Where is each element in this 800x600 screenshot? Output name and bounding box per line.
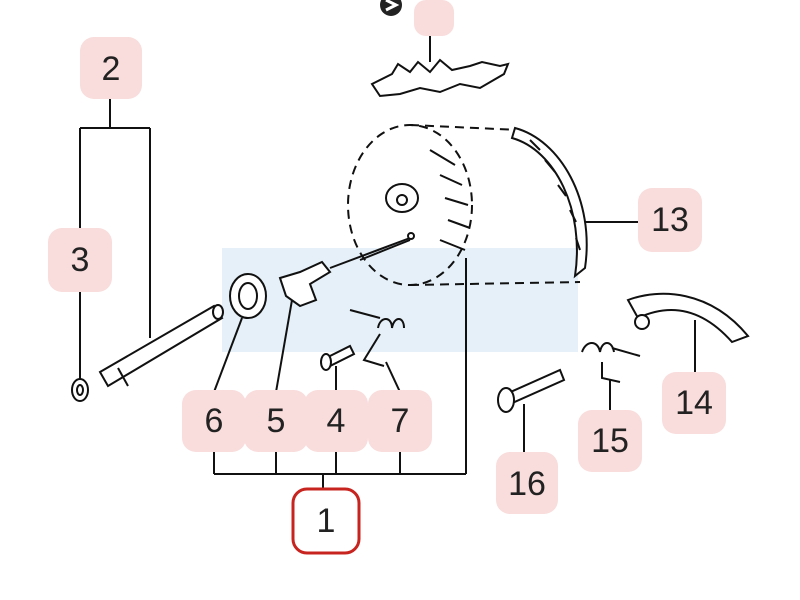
part-7-spring — [349, 239, 411, 367]
callout-7: 7 — [368, 390, 432, 452]
callout-label-7: 7 — [391, 402, 410, 440]
callout-label-4: 4 — [327, 402, 346, 440]
callout-label-14: 14 — [675, 384, 713, 422]
callout-label-6: 6 — [205, 402, 224, 440]
callout-2: 2 — [80, 37, 142, 99]
callout-label-5: 5 — [267, 402, 286, 440]
callout-top-clipped — [414, 0, 454, 36]
callout-14: 14 — [662, 372, 726, 434]
callout-label-2: 2 — [102, 50, 121, 88]
top-edge-icon — [380, 0, 402, 16]
callout-4: 4 — [304, 390, 368, 452]
part-3-washer — [71, 378, 89, 402]
part-5-cam-lever — [278, 232, 415, 308]
part-6-clip-ring — [229, 273, 267, 319]
callout-6: 6 — [182, 390, 246, 452]
callout-16: 16 — [496, 452, 558, 514]
callout-label-15: 15 — [591, 422, 629, 460]
callout-15: 15 — [578, 410, 642, 472]
part-13-drum — [347, 124, 640, 286]
part-4-pin — [320, 344, 356, 371]
callout-13: 13 — [638, 188, 702, 252]
callout-5: 5 — [244, 390, 308, 452]
part-2-shaft — [98, 304, 224, 388]
part-14-curved-latch — [626, 292, 750, 344]
part-15-torsion-spring — [581, 342, 641, 383]
callout-label-13: 13 — [651, 201, 689, 239]
callout-3: 3 — [48, 228, 112, 292]
selection-overlay — [222, 248, 578, 352]
callout-1-highlighted: 1 — [291, 487, 361, 555]
callout-label-16: 16 — [508, 465, 546, 503]
callout-label-1: 1 — [317, 502, 336, 540]
leader-lines — [79, 98, 696, 490]
part-16-rivet — [497, 368, 566, 413]
callout-label-3: 3 — [71, 241, 90, 279]
